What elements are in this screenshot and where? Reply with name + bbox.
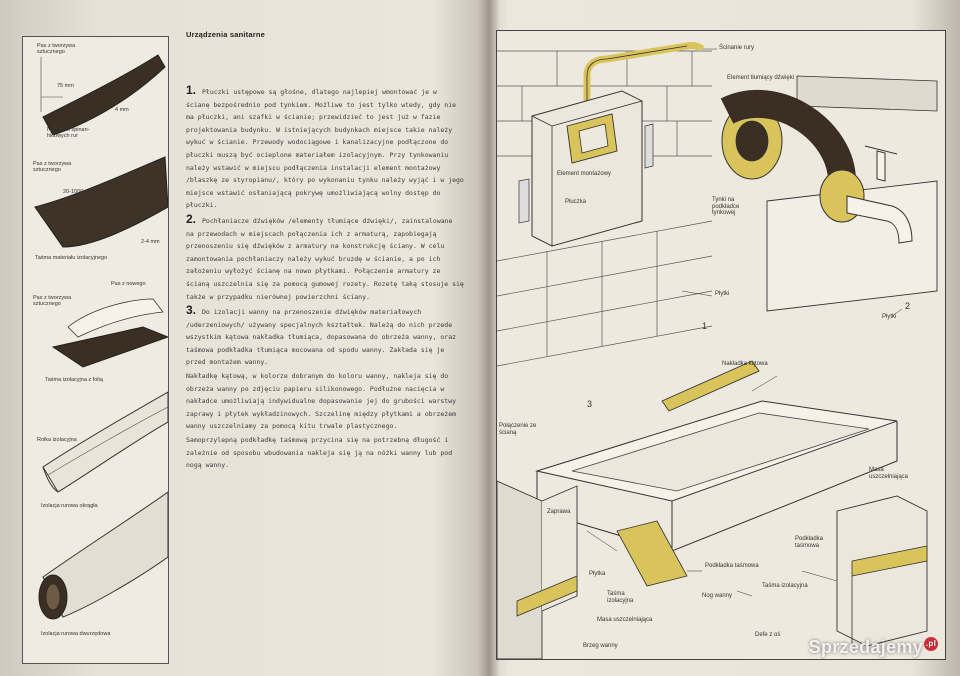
- label-corner-cap: Nakładka kątowa: [722, 361, 768, 367]
- paragraph-5: Samoprzylepną podkładkę taśmową przycina…: [186, 434, 464, 472]
- strip-caption-12: Rolka izolacyjna: [37, 437, 77, 443]
- strip-caption-3: 4 mm: [115, 107, 129, 113]
- paragraph-1-number: 1.: [186, 83, 197, 97]
- strip-caption-8: Taśma materiału izolacyjnego: [35, 255, 108, 261]
- watermark-badge: .pl: [924, 637, 938, 651]
- label-tiles-1: Płytki: [715, 291, 730, 297]
- paragraph-3-number: 3.: [186, 303, 197, 318]
- strip-caption-14: Izolacja rurowa dwurzędowa: [41, 631, 111, 637]
- text-column: 1.Płuczki ustępowe są głośne, dlatego na…: [186, 84, 464, 473]
- label-tile: Płytka: [589, 571, 606, 577]
- paragraph-3-text: Do izolacji wanny na przenoszenie dźwięk…: [186, 308, 457, 367]
- strip-caption-9: Pas z tworzywa sztucznego: [33, 295, 72, 308]
- label-mounting-element: Element montażowy: [557, 171, 612, 177]
- label-tub-leg: Nog wanny: [702, 593, 733, 599]
- strip-caption-13: Izolacja rurowa okrągła: [41, 503, 98, 509]
- paragraph-1: 1.Płuczki ustępowe są głośne, dlatego na…: [186, 84, 464, 212]
- clipped-caption: Defe z oś: [755, 632, 781, 638]
- label-wall-joint: Połączenie ze ścianą: [499, 423, 537, 436]
- paragraph-2-text: Pochłaniacze dźwięków /elementy tłumiące…: [186, 216, 464, 301]
- right-page: Ścinanie rury Element tłumiący dźwięki E…: [488, 0, 960, 676]
- paragraph-3: 3.Do izolacji wanny na przenoszenie dźwi…: [186, 304, 464, 369]
- strip-caption-1: Pas z tworzywa sztucznego: [37, 43, 76, 56]
- label-tiles-2: Płytki: [882, 314, 897, 320]
- label-sealant-2: Masa uszczelniająca: [869, 467, 909, 480]
- paragraph-1-text: Płuczki ustępowe są głośne, dlatego najl…: [186, 88, 464, 210]
- label-mortar: Zaprawa: [547, 509, 571, 515]
- watermark-text: Sprzedajemy: [808, 637, 923, 657]
- sanitary-illustration-frame: Ścinanie rury Element tłumiący dźwięki E…: [496, 30, 946, 660]
- label-tub-edge: Brzeg wanny: [583, 643, 618, 649]
- strip-caption-11: Taśma izolacyjna z folią: [45, 377, 103, 383]
- label-cistern: Płuczka: [565, 199, 587, 205]
- insulation-illustration-strip: Pas z tworzywa sztucznego 75 mm 4 mm Naw…: [22, 36, 170, 664]
- figure-number-2: 2: [905, 301, 911, 311]
- figure-number-1: 1: [702, 321, 708, 331]
- label-insulation-tape-1: Taśma izolacyjna: [607, 591, 634, 604]
- strip-caption-4: Nawój do spinan- hicowych rur: [47, 127, 90, 140]
- label-plaster: Tynki na podkładce tynkowej: [712, 197, 740, 217]
- insulation-materials-drawing: [34, 54, 170, 620]
- label-tape-pad-1: Podkładka taśmowa: [705, 563, 759, 569]
- figure-number-3: 3: [587, 399, 593, 409]
- paragraph-4-text: Nakładkę kątową, w kolorze dobranym do k…: [186, 372, 457, 431]
- strip-caption-7: 2-4 mm: [141, 239, 160, 245]
- label-insulation-tape-2: Taśma izolacyjna: [762, 583, 808, 589]
- paragraph-5-text: Samoprzylepną podkładkę taśmową przycina…: [186, 436, 453, 470]
- sanitary-installation-drawing: [497, 42, 938, 659]
- label-sound-element: Element tłumiący dźwięki: [727, 75, 795, 81]
- paragraph-2: 2.Pochłaniacze dźwięków /elementy tłumią…: [186, 213, 464, 303]
- label-sealant-1: Masa uszczelniająca: [597, 617, 653, 623]
- section-heading: Urządzenia sanitarne: [186, 30, 266, 39]
- strip-caption-10: Pas z nowego: [111, 281, 146, 287]
- book-gutter: [478, 0, 500, 676]
- label-pipe-cut: Ścinanie rury: [719, 45, 755, 51]
- paragraph-4: Nakładkę kątową, w kolorze dobranym do k…: [186, 370, 464, 433]
- left-page: Pas z tworzywa sztucznego 75 mm 4 mm Naw…: [22, 30, 464, 664]
- strip-caption-2: 75 mm: [57, 83, 74, 89]
- label-tape-pad-2: Podkładka taśmowa: [795, 536, 824, 549]
- strip-caption-6: 20-1000 mm: [63, 189, 94, 195]
- site-watermark: Sprzedajemy.pl: [809, 637, 938, 658]
- paragraph-2-number: 2.: [186, 211, 197, 226]
- strip-caption-5: Pas z tworzywa sztucznego: [33, 161, 72, 174]
